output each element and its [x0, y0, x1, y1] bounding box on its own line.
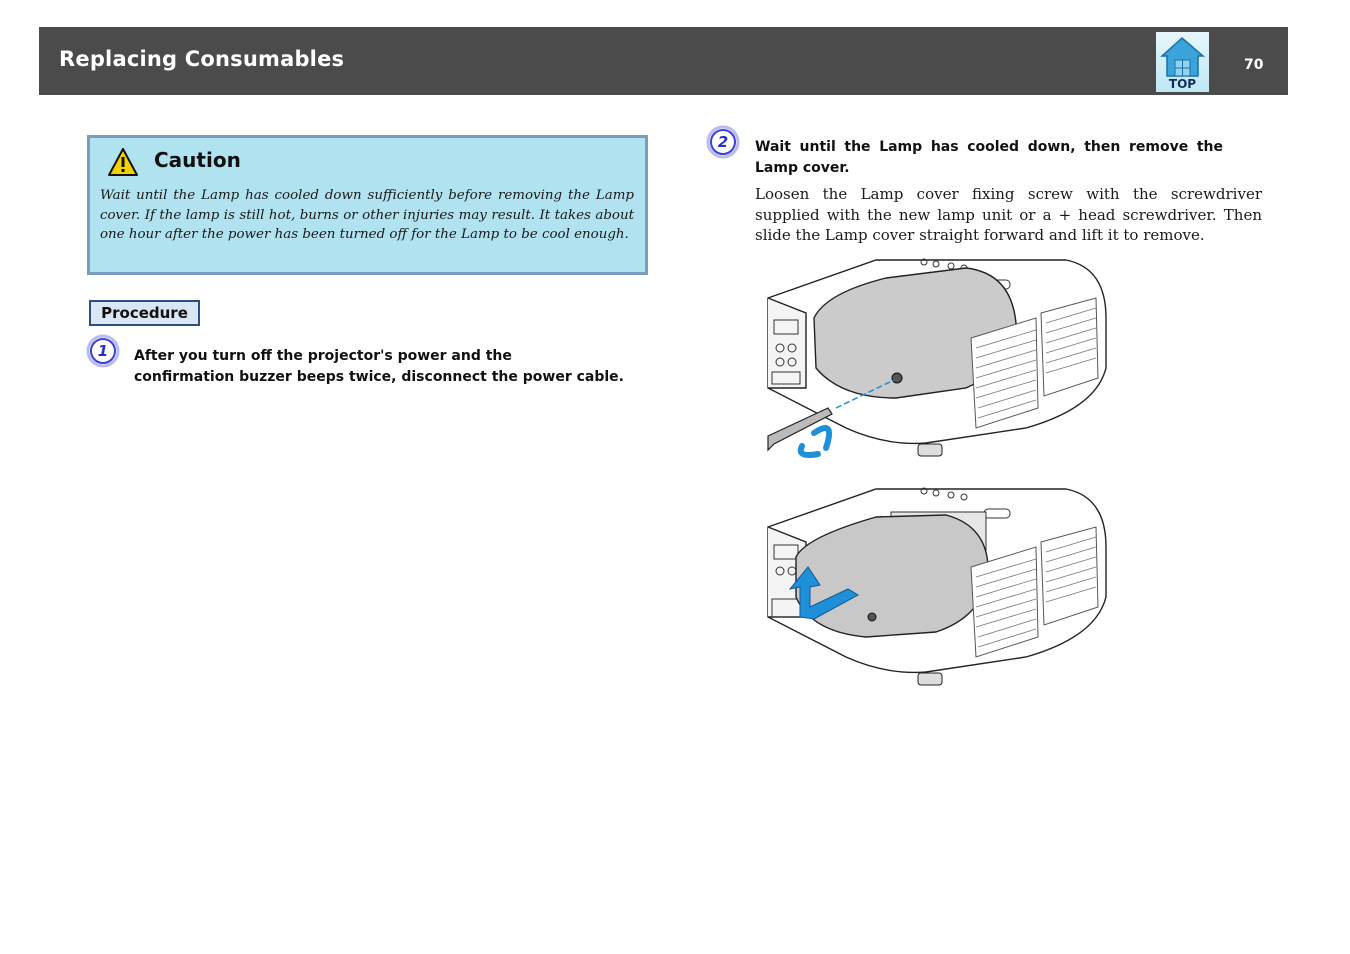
- home-top-icon: [1160, 37, 1206, 77]
- procedure-label: Procedure: [89, 300, 200, 326]
- top-button[interactable]: TOP: [1156, 32, 1209, 92]
- step-2-icon: 2: [706, 125, 740, 159]
- caution-box: Caution Wait until the Lamp has cooled d…: [87, 135, 648, 275]
- step-2-heading: Wait until the Lamp has cooled down, the…: [755, 139, 1223, 176]
- step-2-body: Loosen the Lamp cover fixing screw with …: [755, 185, 1262, 244]
- step-1-number: 1: [98, 342, 108, 360]
- caution-title: Caution: [154, 148, 241, 172]
- section-title: Replacing Consumables: [59, 47, 345, 71]
- lamp-cover-screw-illustration: [767, 258, 1107, 458]
- step-1-icon: 1: [86, 334, 120, 368]
- page-header: Replacing Consumables TOP 70: [39, 27, 1288, 95]
- step-1-line-1: After you turn off the projector's power…: [134, 348, 512, 364]
- page-number: 70: [1244, 57, 1264, 73]
- step-2-number: 2: [718, 133, 728, 151]
- step-1-text: After you turn off the projector's power…: [134, 346, 654, 387]
- step-1-line-2: confirmation buzzer beeps twice, disconn…: [134, 368, 624, 385]
- lamp-cover-removal-illustration: [767, 487, 1107, 686]
- caution-text: Wait until the Lamp has cooled down suff…: [100, 188, 634, 242]
- top-button-label: TOP: [1168, 77, 1197, 91]
- warning-triangle-icon: [108, 148, 138, 176]
